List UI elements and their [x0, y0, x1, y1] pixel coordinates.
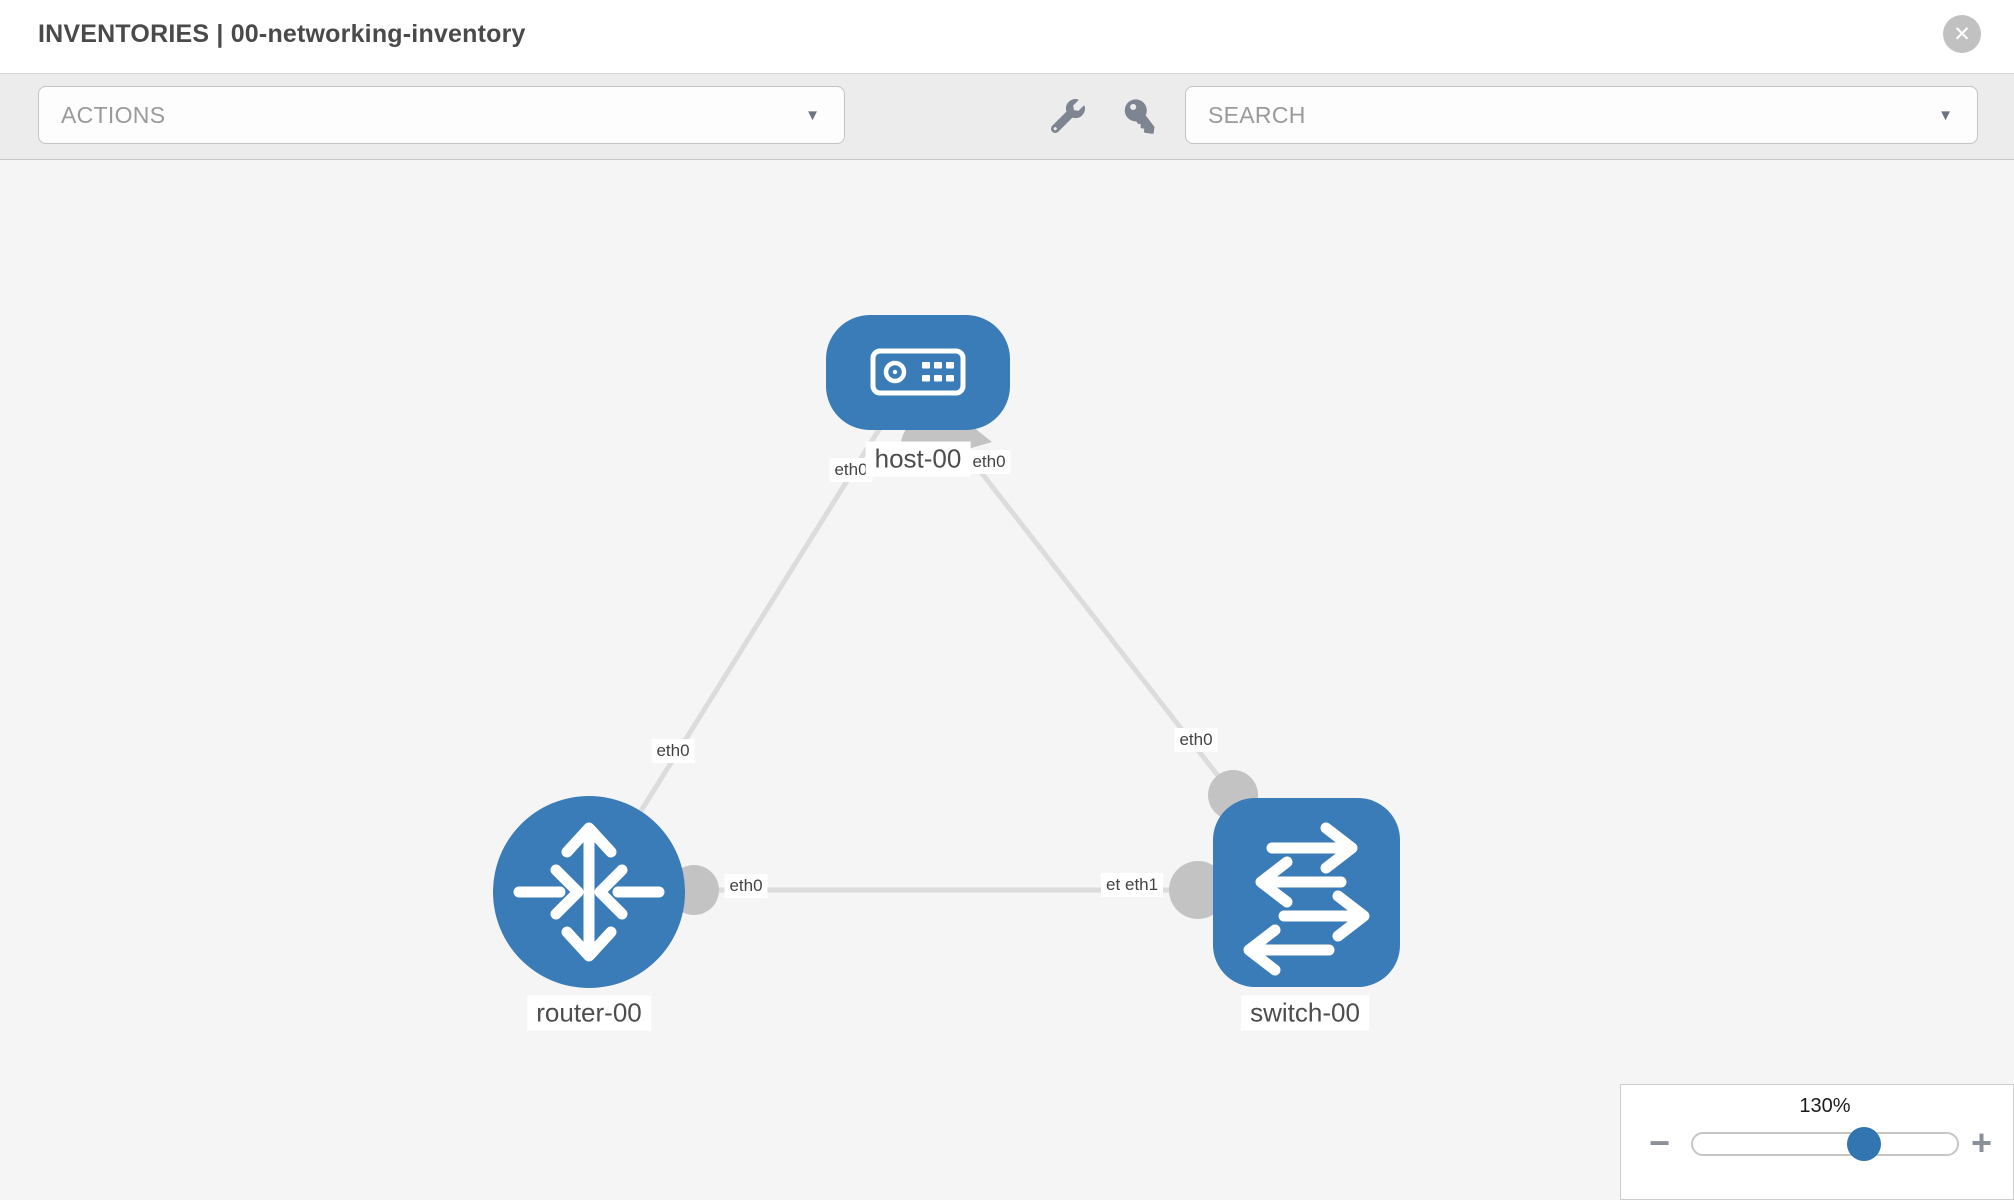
credentials-button[interactable] — [1119, 97, 1161, 139]
interface-label-router-port: eth0 — [724, 874, 768, 898]
zoom-level: 130% — [1799, 1095, 1851, 1117]
edges — [638, 426, 1235, 893]
zoom-out-button[interactable]: − — [1649, 1121, 1670, 1165]
router-icon — [513, 822, 665, 962]
plus-icon: + — [1971, 1122, 1993, 1163]
search-input[interactable] — [1186, 101, 1939, 129]
actions-select[interactable]: ACTIONS ▼ — [38, 86, 845, 144]
interface-label-switch-ports: eth0 eth1 — [1101, 873, 1165, 899]
modal-header: INVENTORIES | 00-networking-inventory ✕ — [0, 0, 2014, 73]
toolbar: ACTIONS ▼ ▼ — [0, 73, 2014, 160]
topology-svg — [493, 315, 1400, 988]
switch-icon — [1243, 822, 1370, 976]
port-dot-switch-left — [1169, 861, 1227, 919]
port-dots — [669, 410, 1258, 919]
actions-select-label: ACTIONS — [61, 101, 166, 128]
minus-icon: − — [1649, 1122, 1671, 1163]
zoom-panel: 130% − + — [1620, 1084, 2014, 1200]
zoom-in-button[interactable]: + — [1971, 1121, 1992, 1165]
key-icon — [1124, 98, 1156, 137]
chevron-down-icon: ▼ — [805, 106, 820, 124]
node-label-router: router-00 — [527, 995, 651, 1031]
zoom-slider-track[interactable] — [1691, 1132, 1959, 1156]
interface-label-diag-left: eth0 — [651, 739, 695, 763]
zoom-slider-thumb[interactable] — [1847, 1127, 1881, 1161]
close-icon: ✕ — [1953, 22, 1971, 46]
node-host[interactable] — [826, 315, 1010, 430]
topology-canvas[interactable]: eth0 host-00 eth0 eth0 eth0 eth0 eth0 et… — [0, 160, 2014, 1200]
search-select: ▼ — [1185, 86, 1978, 144]
page-title: INVENTORIES | 00-networking-inventory — [38, 20, 526, 48]
wrench-icon — [1050, 98, 1085, 138]
interface-label-diag-right: eth0 — [1174, 728, 1218, 752]
host-icon — [870, 348, 966, 396]
node-label-host: host-00 — [865, 441, 971, 477]
node-switch[interactable] — [1213, 798, 1400, 987]
node-router[interactable] — [493, 796, 685, 988]
chevron-down-icon: ▼ — [1938, 106, 1953, 124]
close-button[interactable]: ✕ — [1943, 15, 1981, 53]
interface-label-host-right: eth0 — [967, 450, 1011, 474]
node-label-switch: switch-00 — [1241, 995, 1369, 1031]
adhoc-commands-button[interactable] — [1047, 97, 1089, 139]
interface-label-host-left: eth0 — [829, 458, 873, 482]
interface-label-switch-front: eth1 — [1120, 873, 1164, 897]
